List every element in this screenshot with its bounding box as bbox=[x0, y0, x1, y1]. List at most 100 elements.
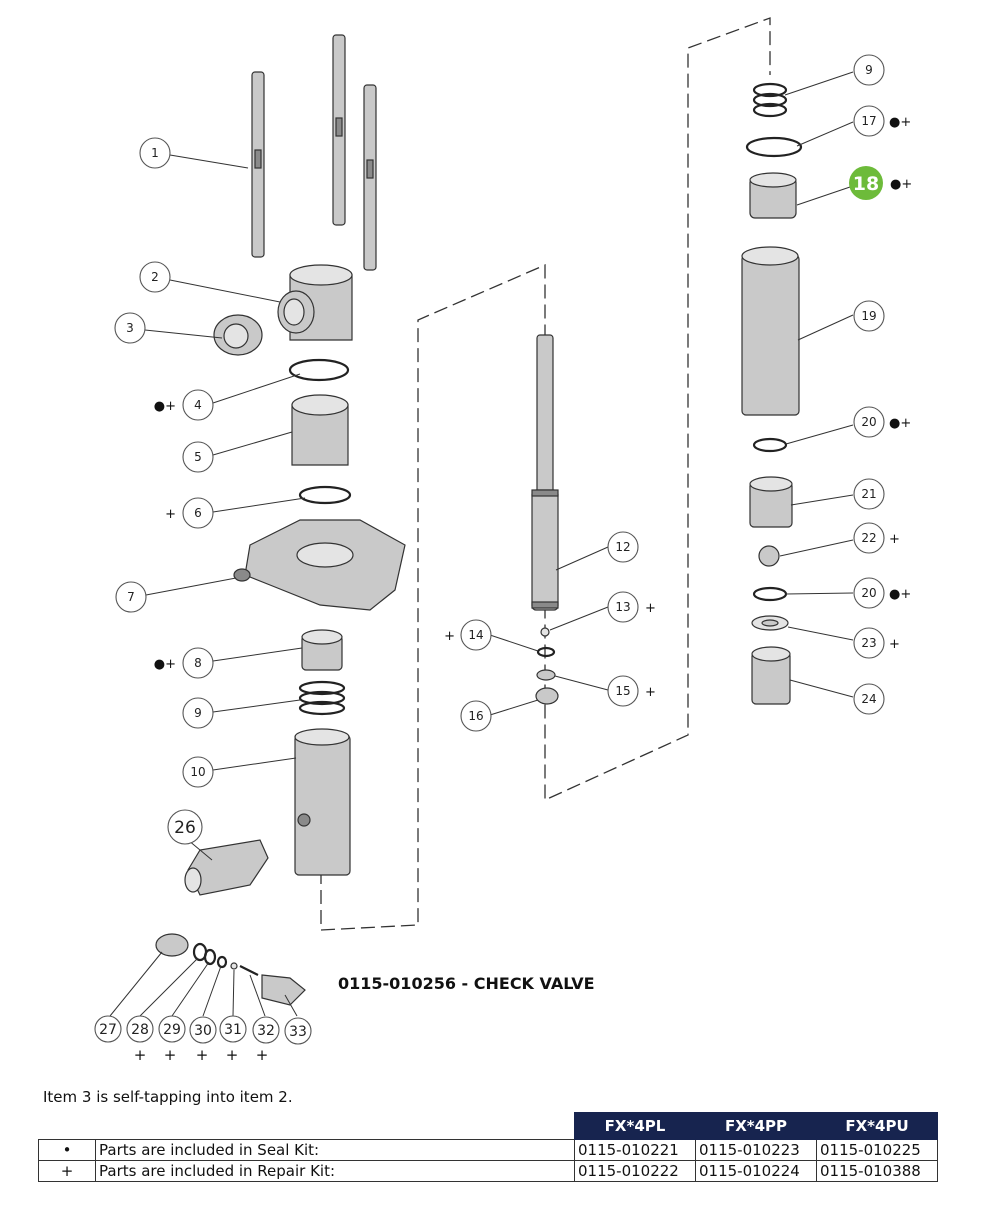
retaining-ring-part-6 bbox=[298, 485, 352, 505]
callout-22: 22 + bbox=[853, 522, 900, 554]
tie-rods-part-1 bbox=[251, 34, 377, 271]
callout-9-left: 9 bbox=[182, 697, 214, 729]
callout-26: 26 bbox=[167, 809, 203, 845]
svg-text:6: 6 bbox=[194, 506, 202, 520]
washer-part-23 bbox=[751, 615, 789, 631]
kit-description: Parts are included in Seal Kit: bbox=[95, 1139, 575, 1161]
svg-text:10: 10 bbox=[190, 765, 205, 779]
callout-8: 8 ●+ bbox=[154, 647, 214, 679]
model-header: FX*4PU bbox=[816, 1112, 938, 1140]
svg-text:4: 4 bbox=[194, 398, 202, 412]
callout-29: 29 + bbox=[158, 1015, 186, 1064]
svg-text:22: 22 bbox=[861, 531, 876, 545]
gland-nut-part-5 bbox=[291, 394, 349, 466]
callout-3: 3 bbox=[114, 312, 146, 344]
callout-2: 2 bbox=[139, 261, 171, 293]
callout-18-highlighted: 18 ●+ bbox=[849, 166, 912, 200]
washer-part-20-lower bbox=[752, 586, 788, 602]
callout-19: 19 bbox=[853, 300, 885, 332]
callout-10: 10 bbox=[182, 756, 214, 788]
callout-32: 32 + bbox=[252, 1016, 280, 1064]
check-valve-title: 0115-010256 - CHECK VALVE bbox=[338, 974, 595, 993]
callout-20-upper: 20 ●+ bbox=[853, 406, 911, 438]
svg-text:8: 8 bbox=[194, 656, 202, 670]
table-header-row: FX*4PL FX*4PP FX*4PU bbox=[39, 1112, 938, 1140]
svg-text:20: 20 bbox=[861, 586, 876, 600]
svg-text:18: 18 bbox=[853, 173, 879, 195]
cylinder-part-19 bbox=[741, 246, 800, 416]
part-number: 0115-010224 bbox=[695, 1160, 817, 1182]
svg-text:2: 2 bbox=[151, 270, 159, 284]
spring-part-9-left bbox=[298, 680, 346, 716]
callout-13: 13 + bbox=[607, 591, 656, 623]
svg-text:●+: ●+ bbox=[889, 587, 911, 602]
callout-1: 1 bbox=[139, 137, 171, 169]
callout-31: 31 + bbox=[219, 1015, 247, 1064]
kit-description: Parts are included in Repair Kit: bbox=[95, 1160, 575, 1182]
svg-text:●+: ●+ bbox=[154, 657, 176, 672]
check-valve-parts-27-33 bbox=[155, 933, 306, 1006]
seat-part-15 bbox=[536, 669, 556, 681]
part-number: 0115-010222 bbox=[574, 1160, 696, 1182]
callout-15: 15 + bbox=[607, 675, 656, 707]
svg-text:+: + bbox=[889, 637, 900, 652]
svg-text:30: 30 bbox=[194, 1023, 212, 1039]
callout-14: 14 + bbox=[444, 619, 492, 651]
kit-parts-table: FX*4PL FX*4PP FX*4PU • Parts are include… bbox=[38, 1112, 938, 1182]
svg-text:3: 3 bbox=[126, 321, 134, 335]
svg-text:15: 15 bbox=[615, 684, 630, 698]
kit-symbol: • bbox=[38, 1139, 96, 1161]
ball-part-13 bbox=[540, 627, 550, 637]
part-number: 0115-010221 bbox=[574, 1139, 696, 1161]
callout-33: 33 bbox=[284, 1017, 312, 1045]
svg-text:5: 5 bbox=[194, 450, 202, 464]
o-ring-part-14 bbox=[536, 646, 556, 658]
svg-text:26: 26 bbox=[174, 818, 196, 838]
callout-9-right: 9 bbox=[853, 54, 885, 86]
ball-part-22 bbox=[758, 545, 780, 567]
callout-20-lower: 20 ●+ bbox=[853, 577, 911, 609]
svg-text:28: 28 bbox=[131, 1022, 149, 1038]
svg-text:●+: ●+ bbox=[889, 115, 911, 130]
svg-text:+: + bbox=[165, 507, 176, 522]
callout-6: 6 + bbox=[165, 497, 214, 529]
pump-cylinder-part-10 bbox=[294, 728, 351, 876]
svg-text:+: + bbox=[134, 1046, 147, 1064]
piston-rod-part-12 bbox=[531, 334, 559, 611]
svg-text:24: 24 bbox=[861, 692, 876, 706]
callout-27: 27 bbox=[94, 1015, 122, 1043]
table-row-repair-kit: + Parts are included in Repair Kit: 0115… bbox=[38, 1160, 938, 1182]
model-header: FX*4PP bbox=[695, 1112, 817, 1140]
callout-4: 4 ●+ bbox=[154, 389, 214, 421]
svg-text:9: 9 bbox=[865, 63, 873, 77]
svg-text:29: 29 bbox=[163, 1022, 181, 1038]
assembly-note: Item 3 is self-tapping into item 2. bbox=[43, 1088, 293, 1106]
callout-24: 24 bbox=[853, 683, 885, 715]
o-ring-part-4 bbox=[288, 358, 350, 382]
callout-23: 23 + bbox=[853, 627, 900, 659]
svg-text:+: + bbox=[226, 1046, 239, 1064]
callout-7: 7 bbox=[115, 581, 147, 613]
part-number: 0115-010388 bbox=[816, 1160, 938, 1182]
outlet-housing-part-2 bbox=[277, 264, 353, 341]
fitting-part-3 bbox=[213, 314, 263, 356]
callout-12: 12 bbox=[607, 531, 639, 563]
washer-part-20-upper bbox=[752, 437, 788, 453]
svg-text:32: 32 bbox=[257, 1023, 275, 1039]
callout-17: 17 ●+ bbox=[853, 105, 911, 137]
spring-part-9-right bbox=[752, 82, 788, 118]
svg-text:+: + bbox=[196, 1046, 209, 1064]
ring-part-17 bbox=[745, 136, 803, 158]
svg-text:+: + bbox=[645, 601, 656, 616]
svg-text:20: 20 bbox=[861, 415, 876, 429]
svg-text:23: 23 bbox=[861, 636, 876, 650]
svg-text:31: 31 bbox=[224, 1022, 242, 1038]
svg-text:13: 13 bbox=[615, 600, 630, 614]
callout-16: 16 bbox=[460, 700, 492, 732]
svg-text:+: + bbox=[889, 532, 900, 547]
svg-text:33: 33 bbox=[289, 1024, 307, 1040]
model-header: FX*4PL bbox=[574, 1112, 696, 1140]
callout-28: 28 + bbox=[126, 1015, 154, 1064]
svg-text:1: 1 bbox=[151, 146, 159, 160]
svg-text:+: + bbox=[164, 1046, 177, 1064]
